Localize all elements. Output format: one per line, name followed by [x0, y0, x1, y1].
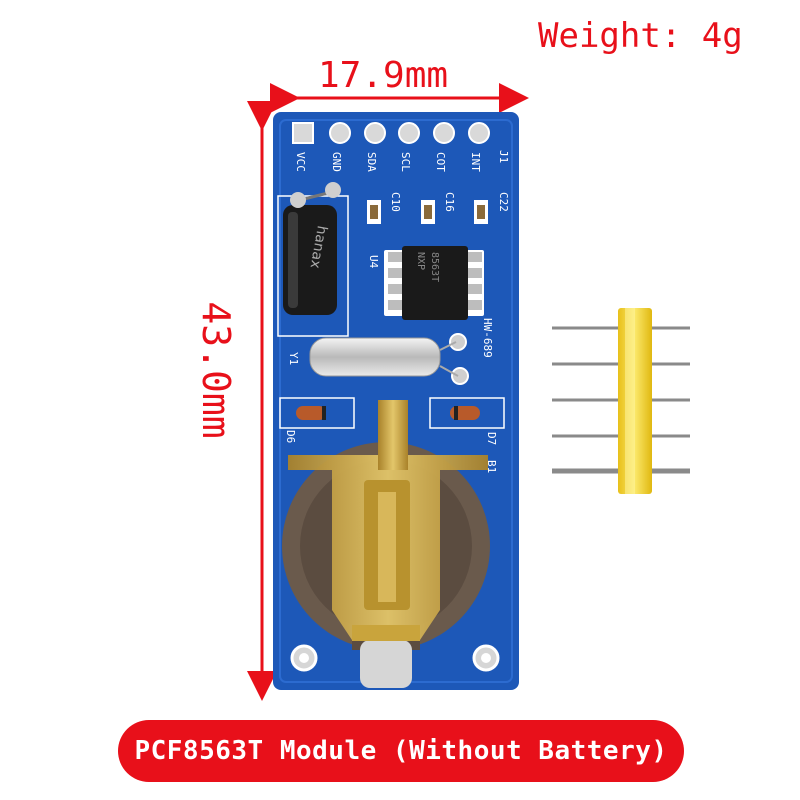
chip-marking-brand: NXP: [415, 252, 426, 270]
pin-header: [552, 308, 690, 494]
crystal-ref-label: Y1: [287, 352, 300, 365]
chip-ref-label: U4: [367, 255, 380, 269]
weight-label: Weight: 4g: [538, 16, 743, 56]
cap-label-c10: C10: [389, 192, 402, 212]
caption-banner: PCF8563T Module (Without Battery): [118, 720, 684, 782]
diodes: [279, 397, 505, 429]
pcb-board: VCC GND SDA SCL COT INT J1 C10 C16 C22 U…: [273, 112, 519, 690]
capacitor: hanax: [283, 182, 341, 315]
diode-ref-d6: D6: [284, 430, 297, 443]
pin-label-vcc: VCC: [294, 152, 307, 172]
pin-label-gnd: GND: [330, 152, 343, 172]
rtc-chip: NXP 8563T: [384, 246, 484, 320]
crystal-oscillator: [309, 337, 459, 377]
battery-holder: [282, 400, 490, 688]
cap-label-c22: C22: [497, 192, 510, 212]
pin-label-sda: SDA: [365, 152, 378, 172]
battery-ref-label: B1: [485, 460, 498, 473]
mounting-holes: [290, 644, 500, 672]
pin-label-int: INT: [469, 152, 482, 172]
board-code-label: HW-689: [481, 318, 494, 358]
pin-label-scl: SCL: [399, 152, 412, 172]
capacitor-brand: hanax: [307, 224, 330, 269]
pin-header-pads: [292, 122, 490, 144]
pin-label-cot: COT: [434, 152, 447, 172]
chip-marking-part: 8563T: [429, 252, 440, 282]
connector-label: J1: [497, 150, 510, 163]
diode-ref-d7: D7: [485, 432, 498, 445]
cap-label-c16: C16: [443, 192, 456, 212]
smd-capacitors: [367, 200, 488, 224]
